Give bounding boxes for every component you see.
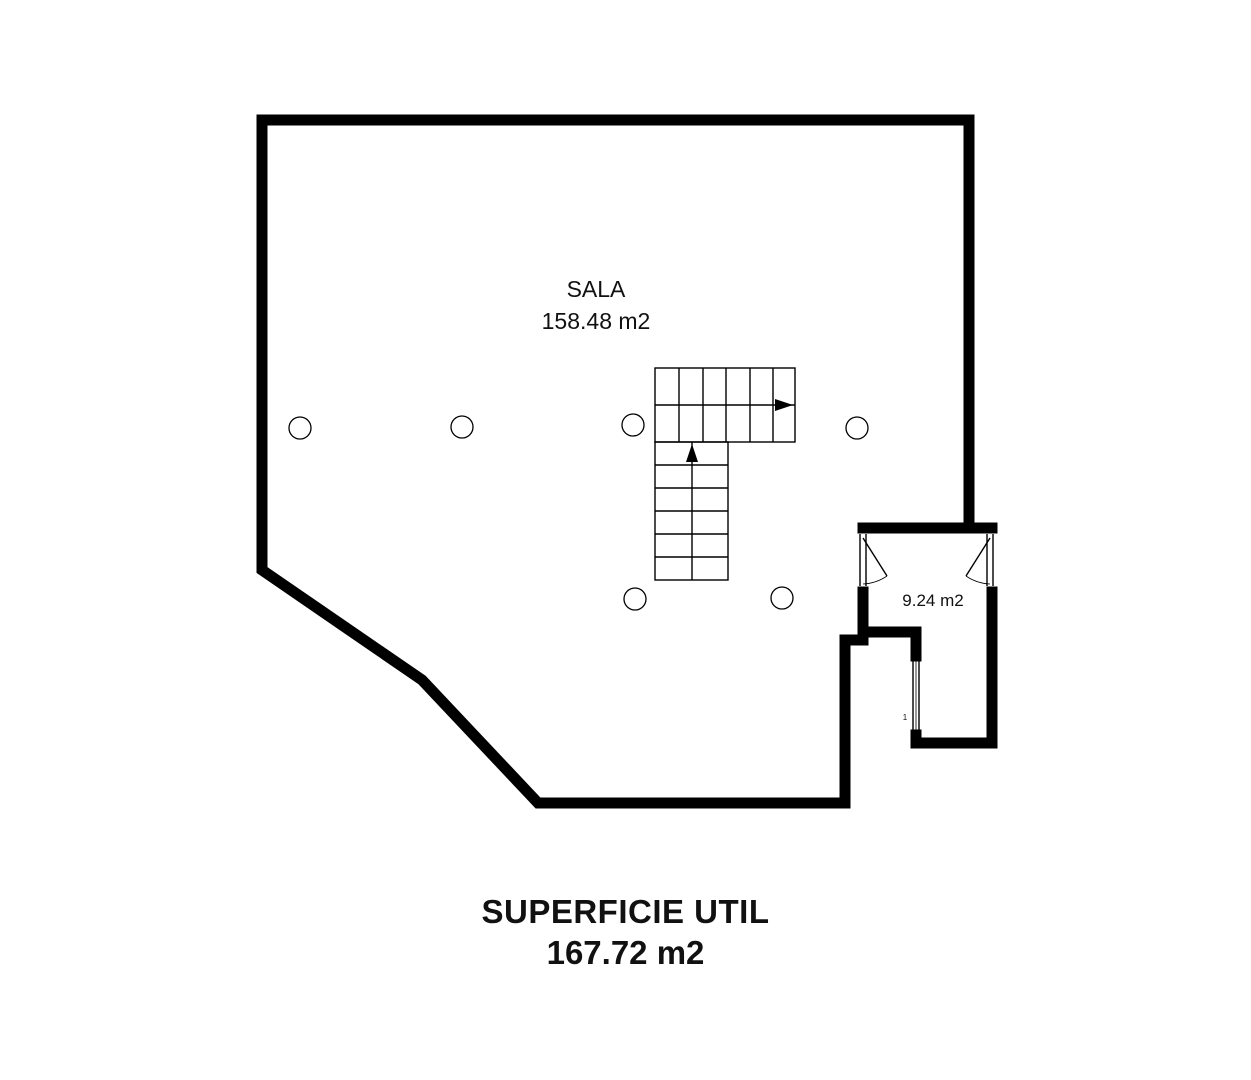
column — [450, 415, 474, 439]
outer-wall — [256, 114, 975, 809]
summary-title: SUPERFICIE UTIL — [481, 893, 770, 930]
columns — [288, 413, 869, 611]
side-room-right-door — [965, 534, 994, 586]
column — [623, 587, 647, 611]
side-window — [912, 656, 920, 735]
room-area-side-room: 9.24 m2 — [902, 591, 963, 610]
column — [770, 586, 794, 610]
side-room-left-door — [859, 534, 888, 586]
staircase — [654, 367, 796, 581]
side-room-right-wall — [910, 586, 998, 749]
stair-arrow-right-icon — [775, 399, 793, 411]
side-room-inner-wall — [857, 626, 922, 662]
door-number: 1 — [903, 713, 908, 722]
summary-area: 167.72 m2 — [546, 934, 705, 971]
room-area-sala: 158.48 m2 — [542, 308, 651, 334]
column — [621, 413, 645, 437]
stair-arrow-up-icon — [686, 444, 698, 462]
room-name-sala: SALA — [567, 276, 626, 302]
column — [288, 416, 312, 440]
column — [845, 416, 869, 440]
